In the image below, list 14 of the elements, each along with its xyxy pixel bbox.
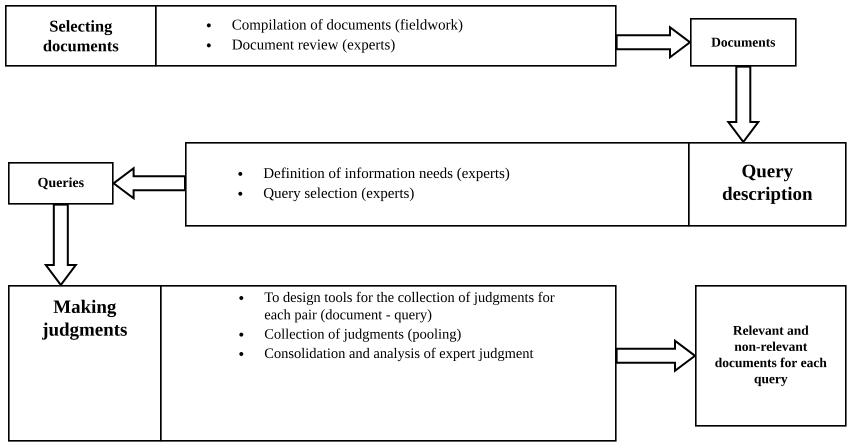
process-box: Compilation of documents (fieldwork) Document review (experts) [155, 5, 617, 67]
block-arrow [112, 166, 186, 200]
process-box: Queries [8, 162, 114, 205]
block-arrow [726, 66, 760, 144]
process-box: To design tools for the collection of judgments for each pair (document - query) Collection of judgments (pooling) Consolidation and analysis of expert judgment [160, 285, 617, 442]
block-arrow [44, 204, 78, 287]
process-box: Relevant and non-relevant documents for each query [695, 285, 847, 427]
block-arrow [616, 338, 697, 373]
block-arrow [616, 25, 692, 60]
process-box: Selecting documents [5, 5, 157, 67]
process-box: Documents [690, 18, 797, 67]
process-box: Making judgments [8, 285, 162, 442]
process-box: Definition of information needs (experts) Query selection (experts) [185, 142, 690, 227]
process-box: Query description [688, 142, 847, 227]
